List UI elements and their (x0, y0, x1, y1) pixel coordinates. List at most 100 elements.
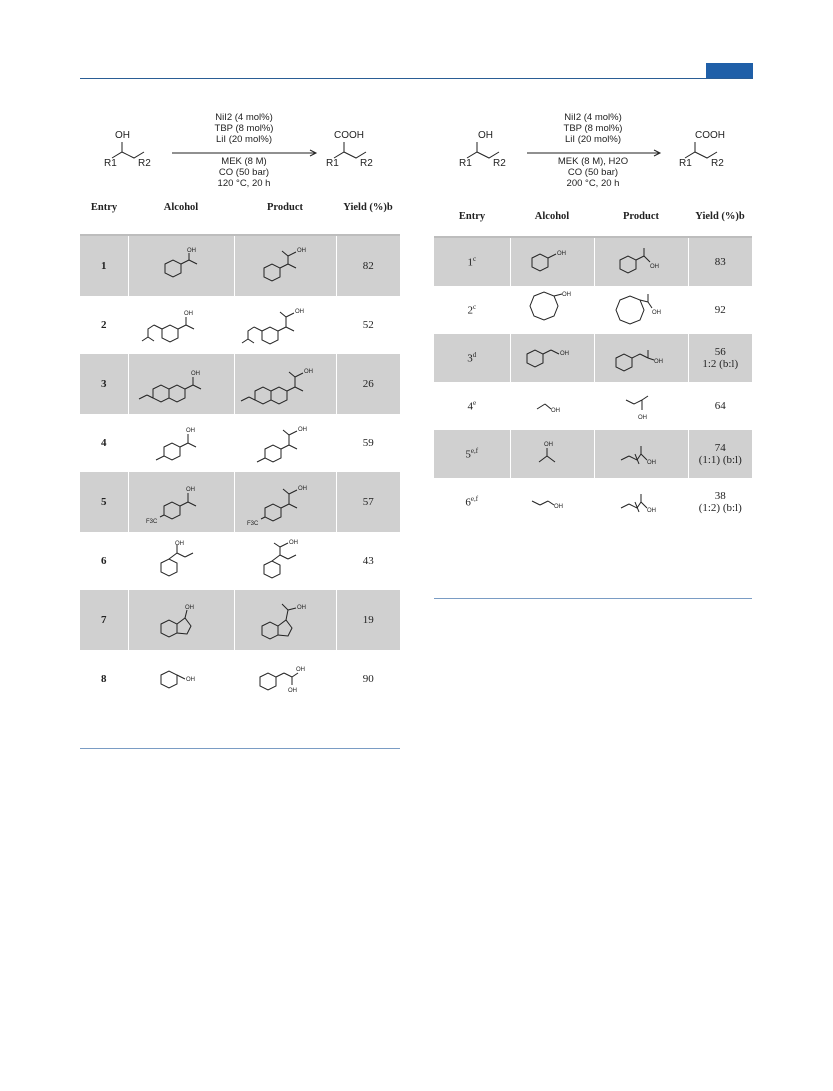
col-product: Product (623, 210, 659, 222)
alcohol-cell: OH (127, 532, 234, 590)
oh-label: OH (186, 428, 195, 434)
oh-label: OH (191, 371, 200, 377)
oh-label: OH (187, 248, 196, 254)
product-cell: OH (233, 590, 336, 650)
table-row: 4 OH OH 59 (80, 414, 400, 472)
oh-label: OH (647, 460, 656, 466)
yield-cell: 90 (335, 650, 400, 708)
entry-cell: 7 (80, 590, 128, 650)
alcohol-cell: OH (127, 296, 234, 354)
table-row: 1 OH OH 82 (80, 236, 400, 296)
header-tab (706, 63, 753, 78)
alcohol-structure: OH (160, 541, 194, 577)
entry-cell: 3d (434, 334, 510, 382)
yield-cell: 64 (687, 382, 752, 430)
alcohol-cell: OH (509, 430, 594, 478)
product-structure: OH (256, 427, 307, 463)
alcohol-cell: OH (127, 236, 234, 296)
entry-cell: 1c (434, 238, 510, 286)
col-alcohol: Alcohol (534, 210, 570, 222)
oh-label: OH (304, 369, 313, 375)
alcohol-cell: OH (509, 382, 594, 430)
oh-label: OH (638, 415, 647, 421)
alcohol-structure: OH (138, 371, 202, 403)
entry-cell: 8 (101, 673, 107, 685)
yield-ratio: 1:2 (b:l) (702, 358, 739, 370)
table-row: 6e,f OH OH 38 (1:2) (b:l) (434, 478, 752, 526)
yield-value: 38 (714, 490, 726, 502)
oh-label: OH (186, 677, 195, 683)
entry-footnote: e,f (470, 495, 479, 504)
product-cell: OH (233, 354, 336, 414)
product-cell: OH (593, 286, 688, 334)
oh-label: OH (560, 351, 569, 357)
alcohol-cell: OH F3C (127, 472, 234, 532)
cond-line: TBP (8 mol%) (214, 123, 274, 134)
alcohol-cell: OH (509, 334, 594, 382)
product-cell: OH (593, 334, 688, 382)
cond-line: NiI2 (4 mol%) (564, 112, 622, 123)
entry-number: 3 (467, 352, 473, 365)
product-cell: OH (593, 430, 688, 478)
left-results-body: 1 OH OH 82 2 OH (80, 236, 400, 708)
alcohol-structure: OH (531, 500, 563, 510)
entry-number: 1 (467, 256, 473, 269)
product-cell: OH F3C (233, 472, 336, 532)
product-structure: OH F3C (247, 486, 307, 527)
alcohol-cell: OH (127, 354, 234, 414)
product-structure: OH (263, 248, 306, 282)
table-row: 7 OH OH 19 (80, 590, 400, 650)
product-structure: OH (263, 540, 298, 579)
oh-label: OH (289, 540, 298, 546)
oh-label: OH (297, 605, 306, 611)
right-results-table: Entry Alcohol Product Yield (%)b (434, 198, 752, 234)
product-structure: OH (620, 494, 656, 514)
table-row: 3d OH OH 56 1:2 (b:l) (434, 334, 752, 382)
oh-label: OH (647, 508, 656, 514)
product-structure: OH (620, 446, 656, 466)
right-product-r1: R1 (679, 158, 692, 169)
oh-label: OH (298, 427, 307, 433)
table-row: 5e,f OH OH 74 (1:1) (b:l) (434, 430, 752, 478)
yield-cell: 57 (335, 472, 400, 532)
entry-cell: 1 (80, 236, 128, 296)
entry-cell: 2c (434, 286, 510, 334)
product-cell: OH (233, 532, 336, 590)
alcohol-cell: OH (127, 414, 234, 472)
entry-cell: 5 (80, 472, 128, 532)
col-alcohol: Alcohol (163, 201, 199, 213)
col-product: Product (267, 201, 303, 213)
entry-cell: 4 (101, 437, 107, 449)
cond-line: CO (50 bar) (567, 167, 619, 178)
alcohol-structure: OH (536, 403, 560, 414)
yield-cell: 82 (335, 236, 400, 296)
alcohol-cell: OH (509, 478, 594, 526)
oh-label: OH (554, 504, 563, 510)
cond-line: MEK (8 M) (221, 156, 267, 167)
entry-number: 5 (465, 448, 471, 461)
table-row: 3 OH OH 26 (80, 354, 400, 414)
alcohol-structure: OH (155, 428, 197, 461)
col-yield: Yield (%)b (343, 201, 393, 213)
right-reactant-r2: R2 (493, 158, 506, 169)
entry-footnote: c (472, 303, 477, 312)
table-row: 2 OH OH 52 (80, 296, 400, 354)
oh-label: OH (298, 486, 307, 492)
f3c-label: F3C (247, 521, 259, 527)
product-structure: OH (619, 248, 659, 274)
entry-number: 2 (467, 304, 473, 317)
oh-label: OH (551, 408, 560, 414)
yield-value: 56 (714, 346, 726, 358)
table-row: 6 OH OH 43 (80, 532, 400, 590)
left-results-table: Entry Alcohol Product Yield (%)b (80, 196, 400, 218)
left-conditions-below: MEK (8 M) CO (50 bar) 120 °C, 20 h (184, 156, 304, 189)
col-yield: Yield (%)b (695, 210, 745, 222)
cond-line: 200 °C, 20 h (566, 178, 620, 189)
col-entry: Entry (458, 210, 486, 222)
yield-cell: 38 (1:2) (b:l) (687, 478, 752, 526)
oh-label: OH (184, 311, 193, 317)
entry-cell: 2 (101, 319, 107, 331)
right-header-rule (434, 236, 752, 238)
product-structure: OH (241, 309, 304, 345)
entry-cell: 3 (80, 354, 128, 414)
